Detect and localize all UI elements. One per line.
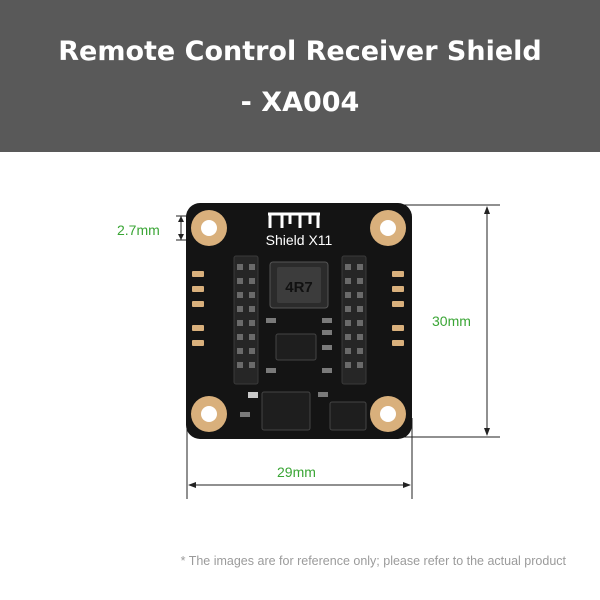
inductor-top [277, 267, 321, 303]
hole-diameter-label: 2.7mm [117, 222, 160, 238]
led [248, 392, 258, 398]
receiver-chip [261, 391, 311, 431]
edge-pads [192, 271, 404, 346]
regulator-chip [275, 333, 317, 361]
mounting-holes [191, 210, 406, 432]
smd-components [240, 318, 332, 417]
dimension-arrows [178, 206, 490, 488]
width-label: 29mm [277, 464, 316, 480]
page-title-line2: - XA004 [240, 87, 360, 118]
height-label: 30mm [432, 313, 471, 329]
mosfet-chip [329, 401, 367, 431]
inductor-code: 4R7 [285, 279, 313, 296]
title-banner [0, 0, 600, 152]
header-pins [237, 264, 363, 368]
wt-logo-icon [268, 212, 320, 228]
disclaimer-note: * The images are for reference only; ple… [180, 554, 566, 568]
board-label: Shield X11 [266, 232, 333, 248]
page-title-line1: Remote Control Receiver Shield [58, 36, 542, 67]
